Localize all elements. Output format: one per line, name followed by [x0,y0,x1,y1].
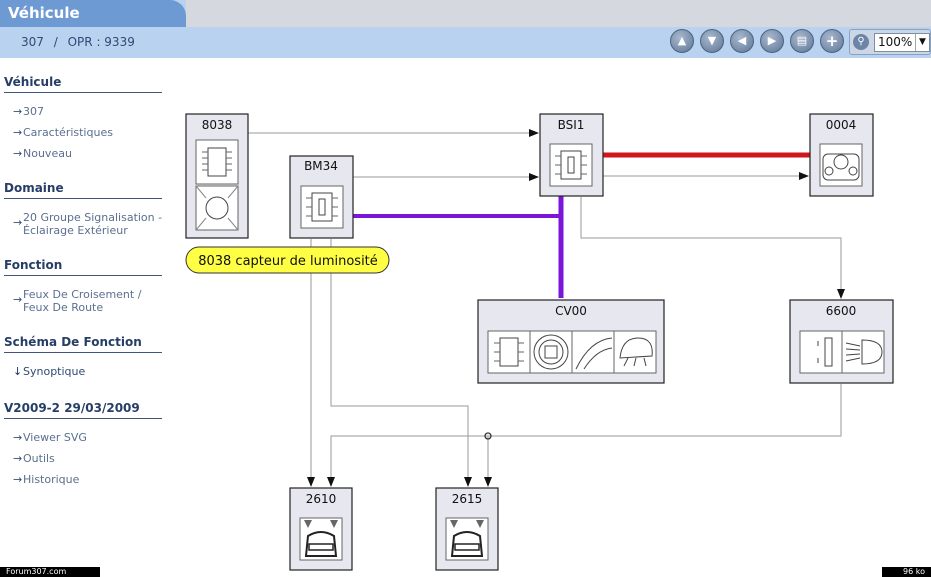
stalk-switch-icon [571,330,615,374]
arrow-right-icon: → [13,293,23,306]
plus-icon[interactable]: + [820,29,844,53]
component-label: BM34 [304,159,338,173]
component-8038[interactable]: 8038 [185,113,249,239]
sidebar-section-title-domaine: Domaine [4,181,64,195]
print-icon[interactable]: ▤ [790,29,814,53]
junction-node [484,432,492,440]
tooltip-text: 8038 capteur de luminosité [198,254,378,269]
divider [4,275,162,276]
arrow-right-icon: → [13,147,23,160]
component-tooltip: 8038 capteur de luminosité [185,246,390,274]
page-title: Véhicule [8,4,80,22]
sidebar-item-label[interactable]: Nouveau [23,147,72,160]
link-bsi1-6600 [580,197,845,299]
component-label: 2615 [452,492,483,506]
zoom-select[interactable]: 100% ▼ [874,33,930,52]
sidebar-item-label[interactable]: Caractéristiques [23,126,113,139]
sidebar-section-title-fonction: Fonction [4,258,63,272]
left-arrow-icon[interactable]: ◀ [730,29,754,53]
title-strip [186,0,931,27]
divider [4,352,162,353]
sidebar-item-label[interactable]: Feux De Croisement / Feux De Route [23,288,142,314]
zoom-control: ⚲ 100% ▼ [849,29,931,55]
headlamp-indicator-icon [613,330,657,374]
arrow-down-icon: ↓ [13,365,23,378]
sidebar-section-title-version: V2009-2 29/03/2009 [4,401,140,415]
component-label: 0004 [826,118,857,132]
arrow-right-icon: → [13,126,23,139]
component-label: 6600 [826,304,857,318]
sidebar-item-label[interactable]: Synoptique [23,365,86,378]
breadcrumb-opr[interactable]: OPR : 9339 [67,35,135,49]
link-bm34-2615 [330,239,472,487]
component-0004[interactable]: 0004 [809,113,874,197]
arrow-right-icon: → [13,452,23,465]
instrument-cluster-icon [819,143,863,187]
arrow-right-icon: → [13,473,23,486]
relay-icon [799,330,843,374]
magnifier-icon[interactable]: ⚲ [853,34,869,50]
component-label: CV00 [555,304,587,318]
divider [4,418,162,419]
breadcrumb-model[interactable]: 307 [21,35,44,49]
component-bsi1[interactable]: BSI1 [539,113,604,197]
component-cv00[interactable]: CV00 [477,299,665,384]
divider [4,92,162,93]
component-label: 2610 [306,492,337,506]
component-label: 8038 [202,118,233,132]
component-2610[interactable]: 2610 [289,487,353,571]
component-6600[interactable]: 6600 [789,299,894,384]
arrow-right-icon: → [13,216,23,229]
sidebar-item-label[interactable]: 20 Groupe Signalisation - Éclairage Exté… [23,211,163,237]
sidebar-item-label[interactable]: Viewer SVG [23,431,87,444]
sidebar-item-label[interactable]: 307 [23,105,44,118]
footer-size: 96 ko [882,567,931,577]
connection-lines [248,129,845,487]
divider [4,198,162,199]
chevron-down-icon[interactable]: ▼ [915,34,929,51]
link-6600-2610 [327,384,842,487]
arrow-right-icon: → [13,431,23,444]
sidebar-item-label[interactable]: Historique [23,473,80,486]
chip-icon [195,139,239,185]
sidebar-section-title-vehicule: Véhicule [4,75,62,89]
down-arrow-icon[interactable]: ▼ [700,29,724,53]
title-tab: Véhicule [0,0,186,27]
component-bm34[interactable]: BM34 [289,155,354,239]
arrow-right-icon: → [13,105,23,118]
switch-module-icon [529,330,573,374]
zoom-value: 100% [878,35,913,49]
footer-watermark: Forum307.com [0,567,100,577]
sidebar-section-title-schema: Schéma De Fonction [4,335,142,349]
component-2615[interactable]: 2615 [435,487,499,571]
breadcrumb-separator: / [53,35,58,49]
up-arrow-icon[interactable]: ▲ [670,29,694,53]
headlamp-icon [841,330,885,374]
breadcrumb: 307 / OPR : 9339 [21,35,135,49]
component-label: BSI1 [558,118,585,132]
sidebar-item-label[interactable]: Outils [23,452,55,465]
light-sensor-icon [195,185,239,231]
right-arrow-icon[interactable]: ▶ [760,29,784,53]
